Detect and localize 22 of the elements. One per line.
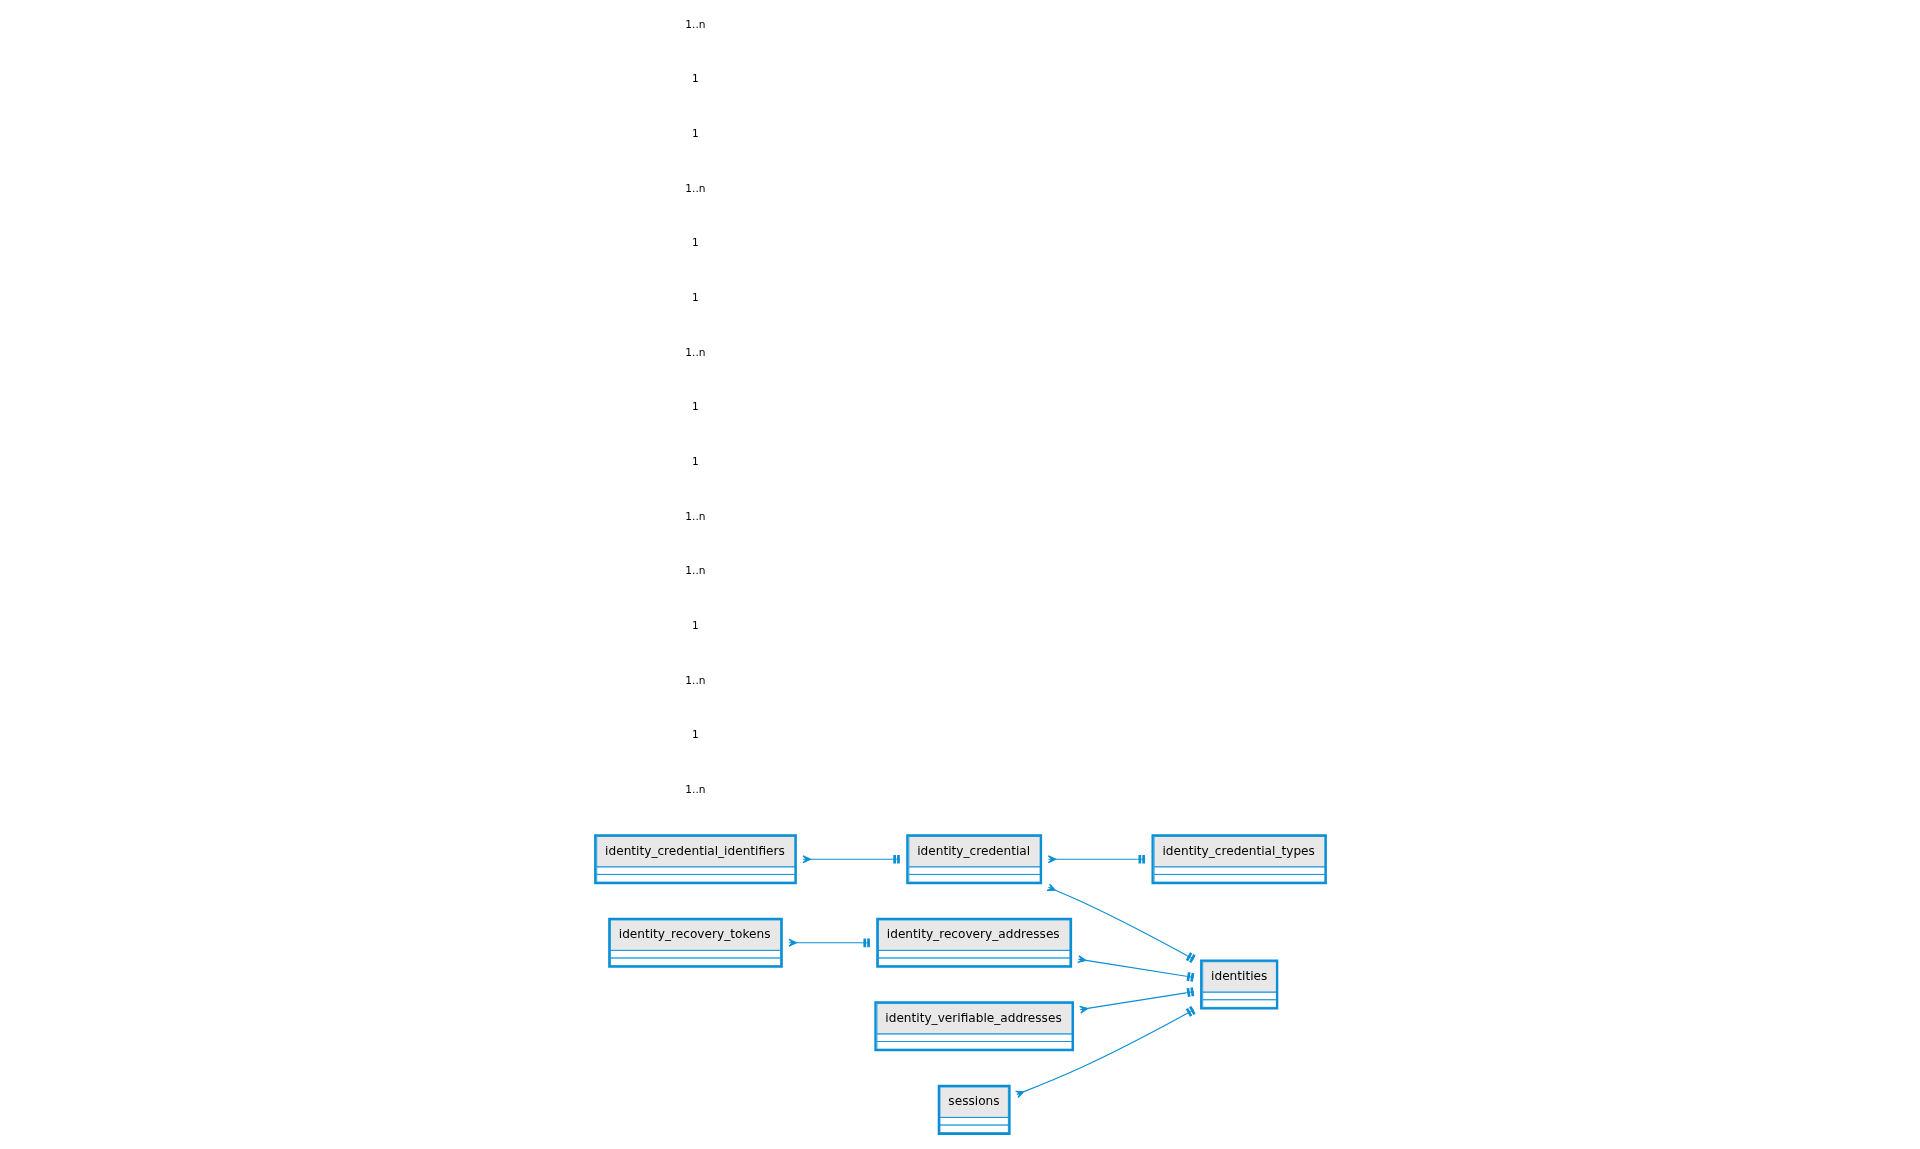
connector xyxy=(1045,883,1196,964)
connector xyxy=(1078,987,1194,1014)
label: 1..n xyxy=(684,345,706,359)
connector xyxy=(1076,955,1194,982)
label: 1..n xyxy=(684,181,706,195)
label: 1 xyxy=(691,400,699,414)
label: 1 xyxy=(691,126,699,140)
label: 1 xyxy=(691,72,699,86)
connector xyxy=(787,938,871,948)
label: 1 xyxy=(691,454,699,468)
label: 1 xyxy=(691,236,699,250)
label: 1..n xyxy=(684,673,706,687)
label: 1..n xyxy=(684,509,706,523)
label: 1..n xyxy=(684,782,706,796)
label: 1 xyxy=(691,290,699,304)
connector xyxy=(1014,1006,1196,1099)
label: 1..n xyxy=(684,564,706,578)
label: 1 xyxy=(691,728,699,742)
connector xyxy=(1047,854,1146,864)
connector xyxy=(801,854,901,864)
label: 1..n xyxy=(684,17,706,31)
label: 1 xyxy=(691,618,699,632)
